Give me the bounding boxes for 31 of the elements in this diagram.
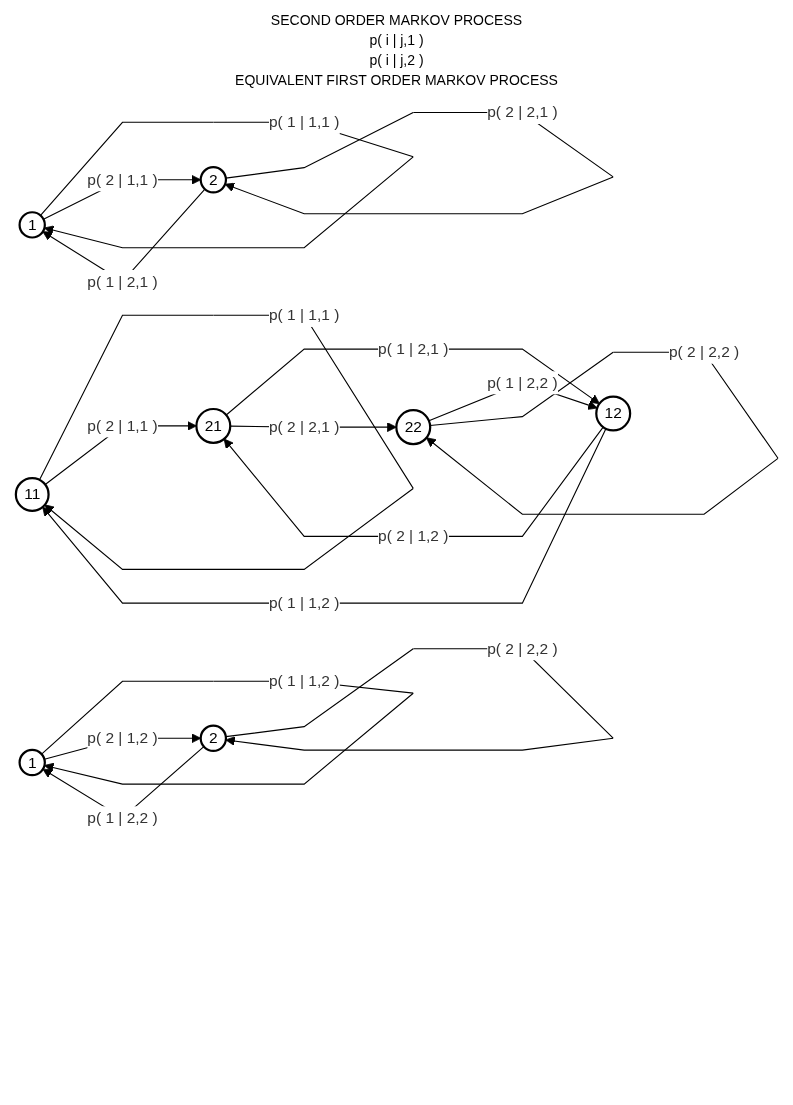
arrow bbox=[41, 428, 606, 604]
edge-label: p( 2 | 2,2 ) bbox=[486, 639, 558, 658]
node-circle: 1 bbox=[18, 211, 46, 239]
node-circle: 22 bbox=[394, 409, 431, 446]
arrow bbox=[225, 348, 600, 416]
edge-label: p( 1 | 2,1 ) bbox=[377, 339, 448, 358]
node-circle: 2 bbox=[199, 724, 227, 752]
edge-label: p( 2 | 2,2 ) bbox=[668, 342, 739, 361]
arrow bbox=[223, 426, 604, 537]
section-heading: p( i | j,1 ) bbox=[368, 32, 425, 48]
section-heading: EQUIVALENT FIRST ORDER MARKOV PROCESS bbox=[234, 72, 559, 88]
edge-label: p( 1 | 2,2 ) bbox=[486, 373, 558, 392]
edge-label: p( 2 | 1,1 ) bbox=[86, 170, 158, 189]
node-circle: 21 bbox=[194, 407, 231, 444]
edge-label: p( 1 | 2,2 ) bbox=[86, 808, 158, 827]
node-circle: 2 bbox=[199, 166, 227, 194]
edge-label: p( 1 | 1,2 ) bbox=[268, 593, 339, 612]
edge-label: p( 1 | 2,1 ) bbox=[86, 272, 158, 290]
node-circle: 11 bbox=[14, 476, 50, 512]
diagram-title: SECOND ORDER MARKOV PROCESS bbox=[269, 12, 524, 28]
edge-label: p( 2 | 2,1 ) bbox=[486, 103, 558, 121]
edge-label: p( 2 | 1,1 ) bbox=[86, 416, 158, 435]
edge-label: p( 2 | 1,2 ) bbox=[377, 527, 448, 545]
node-circle: 12 bbox=[594, 395, 631, 432]
edge-label: p( 2 | 2,1 ) bbox=[268, 417, 339, 436]
node-circle: 1 bbox=[18, 748, 46, 777]
edge-label: p( 2 | 1,2 ) bbox=[86, 728, 158, 747]
edge-label: p( 1 | 1,1 ) bbox=[268, 305, 339, 324]
edge-label: p( 1 | 1,2 ) bbox=[268, 671, 339, 690]
section-heading: p( i | j,2 ) bbox=[368, 52, 425, 68]
edge-label: p( 1 | 1,1 ) bbox=[268, 112, 339, 131]
